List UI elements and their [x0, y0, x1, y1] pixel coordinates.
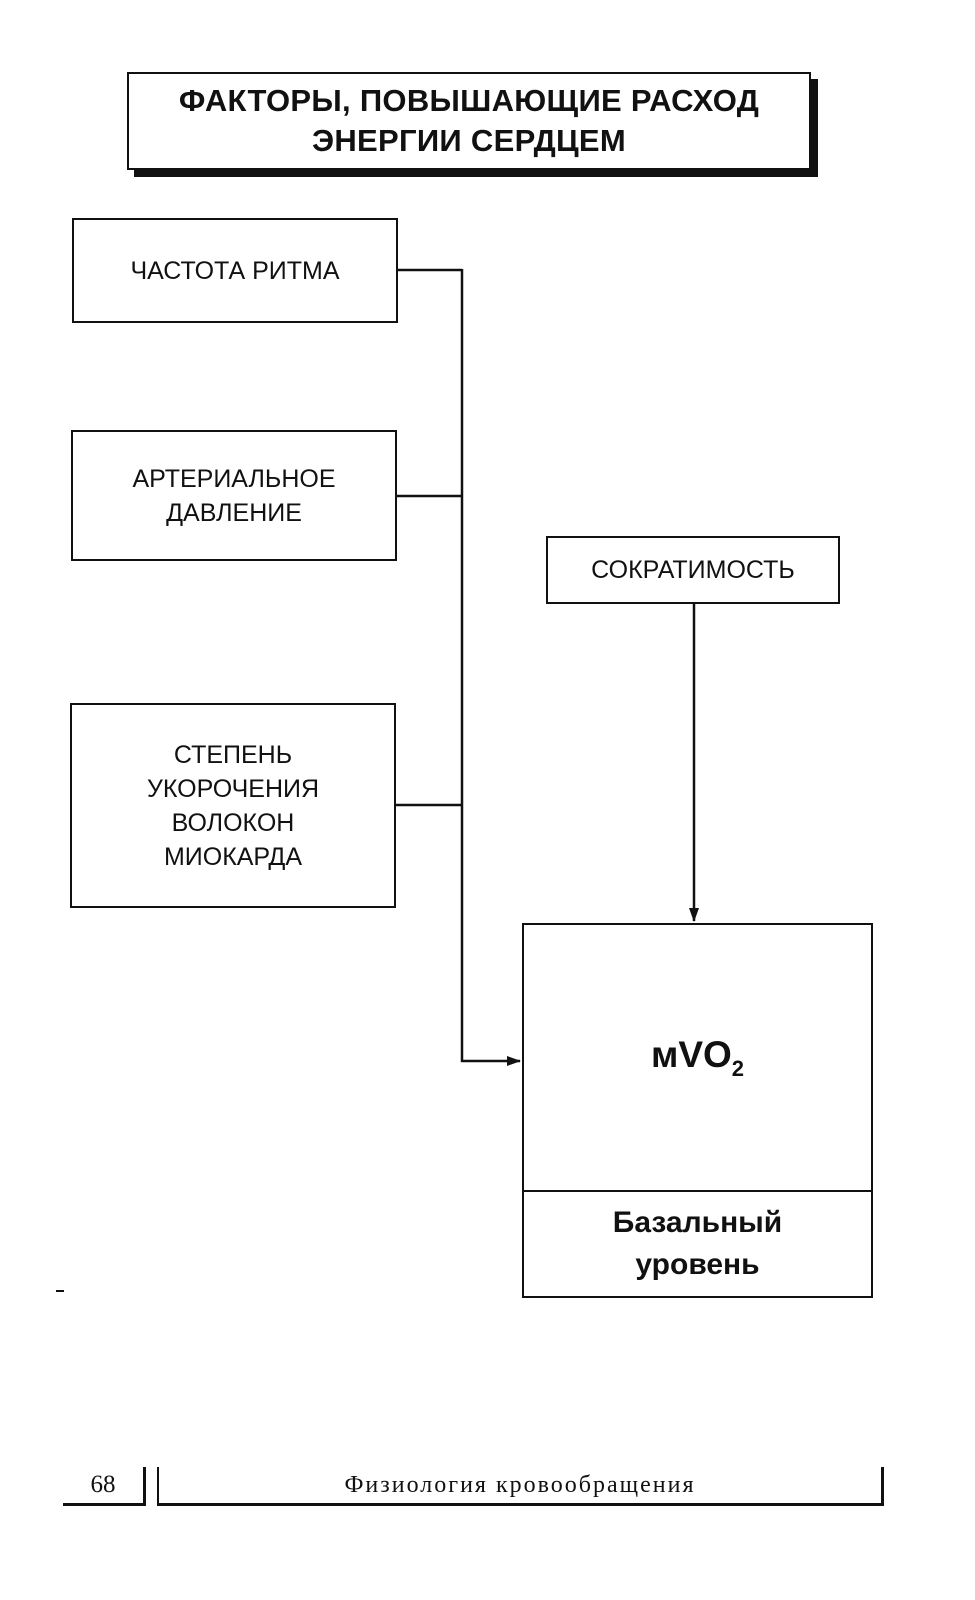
title-line-2: ЭНЕРГИИ СЕРДЦЕМ [311, 123, 627, 158]
factor-label: АРТЕРИАЛЬНОЕ [132, 464, 336, 493]
factor-label: ДАВЛЕНИЕ [166, 498, 302, 527]
mvo2-box: мVO2 Базальный уровень [522, 923, 873, 1298]
page-number: 68 [63, 1467, 146, 1506]
factor-label: ВОЛОКОН [171, 808, 295, 837]
mvo2-subscript: 2 [731, 1055, 745, 1081]
mvo2-label: мVO2 [651, 1034, 744, 1082]
book-title: Физиология кровообращения [157, 1467, 884, 1506]
factor-label: СТЕПЕНЬ [173, 740, 293, 769]
basal-line-1: Базальный [612, 1206, 783, 1239]
factor-label: ЧАСТОТА РИТМА [130, 256, 340, 285]
basal-level-section: Базальный уровень [524, 1192, 871, 1296]
factor-label: СОКРАТИМОСТЬ [591, 555, 795, 584]
factor-arterial-pressure: АРТЕРИАЛЬНОЕ ДАВЛЕНИЕ [71, 430, 397, 561]
basal-line-2: уровень [635, 1248, 760, 1281]
page-footer: 68 Физиология кровообращения [63, 1467, 884, 1509]
mvo2-section: мVO2 [524, 925, 871, 1192]
factor-contractility: СОКРАТИМОСТЬ [546, 536, 840, 604]
factor-fiber-shortening: СТЕПЕНЬ УКОРОЧЕНИЯ ВОЛОКОН МИОКАРДА [70, 703, 396, 908]
factor-label: МИОКАРДА [163, 842, 303, 871]
factor-label: УКОРОЧЕНИЯ [146, 774, 320, 803]
mvo2-main: мVO [650, 1033, 732, 1075]
diagram-title: ФАКТОРЫ, ПОВЫШАЮЩИЕ РАСХОД ЭНЕРГИИ СЕРДЦ… [127, 72, 811, 170]
title-line-1: ФАКТОРЫ, ПОВЫШАЮЩИЕ РАСХОД [178, 83, 760, 118]
stray-mark [56, 1290, 64, 1292]
